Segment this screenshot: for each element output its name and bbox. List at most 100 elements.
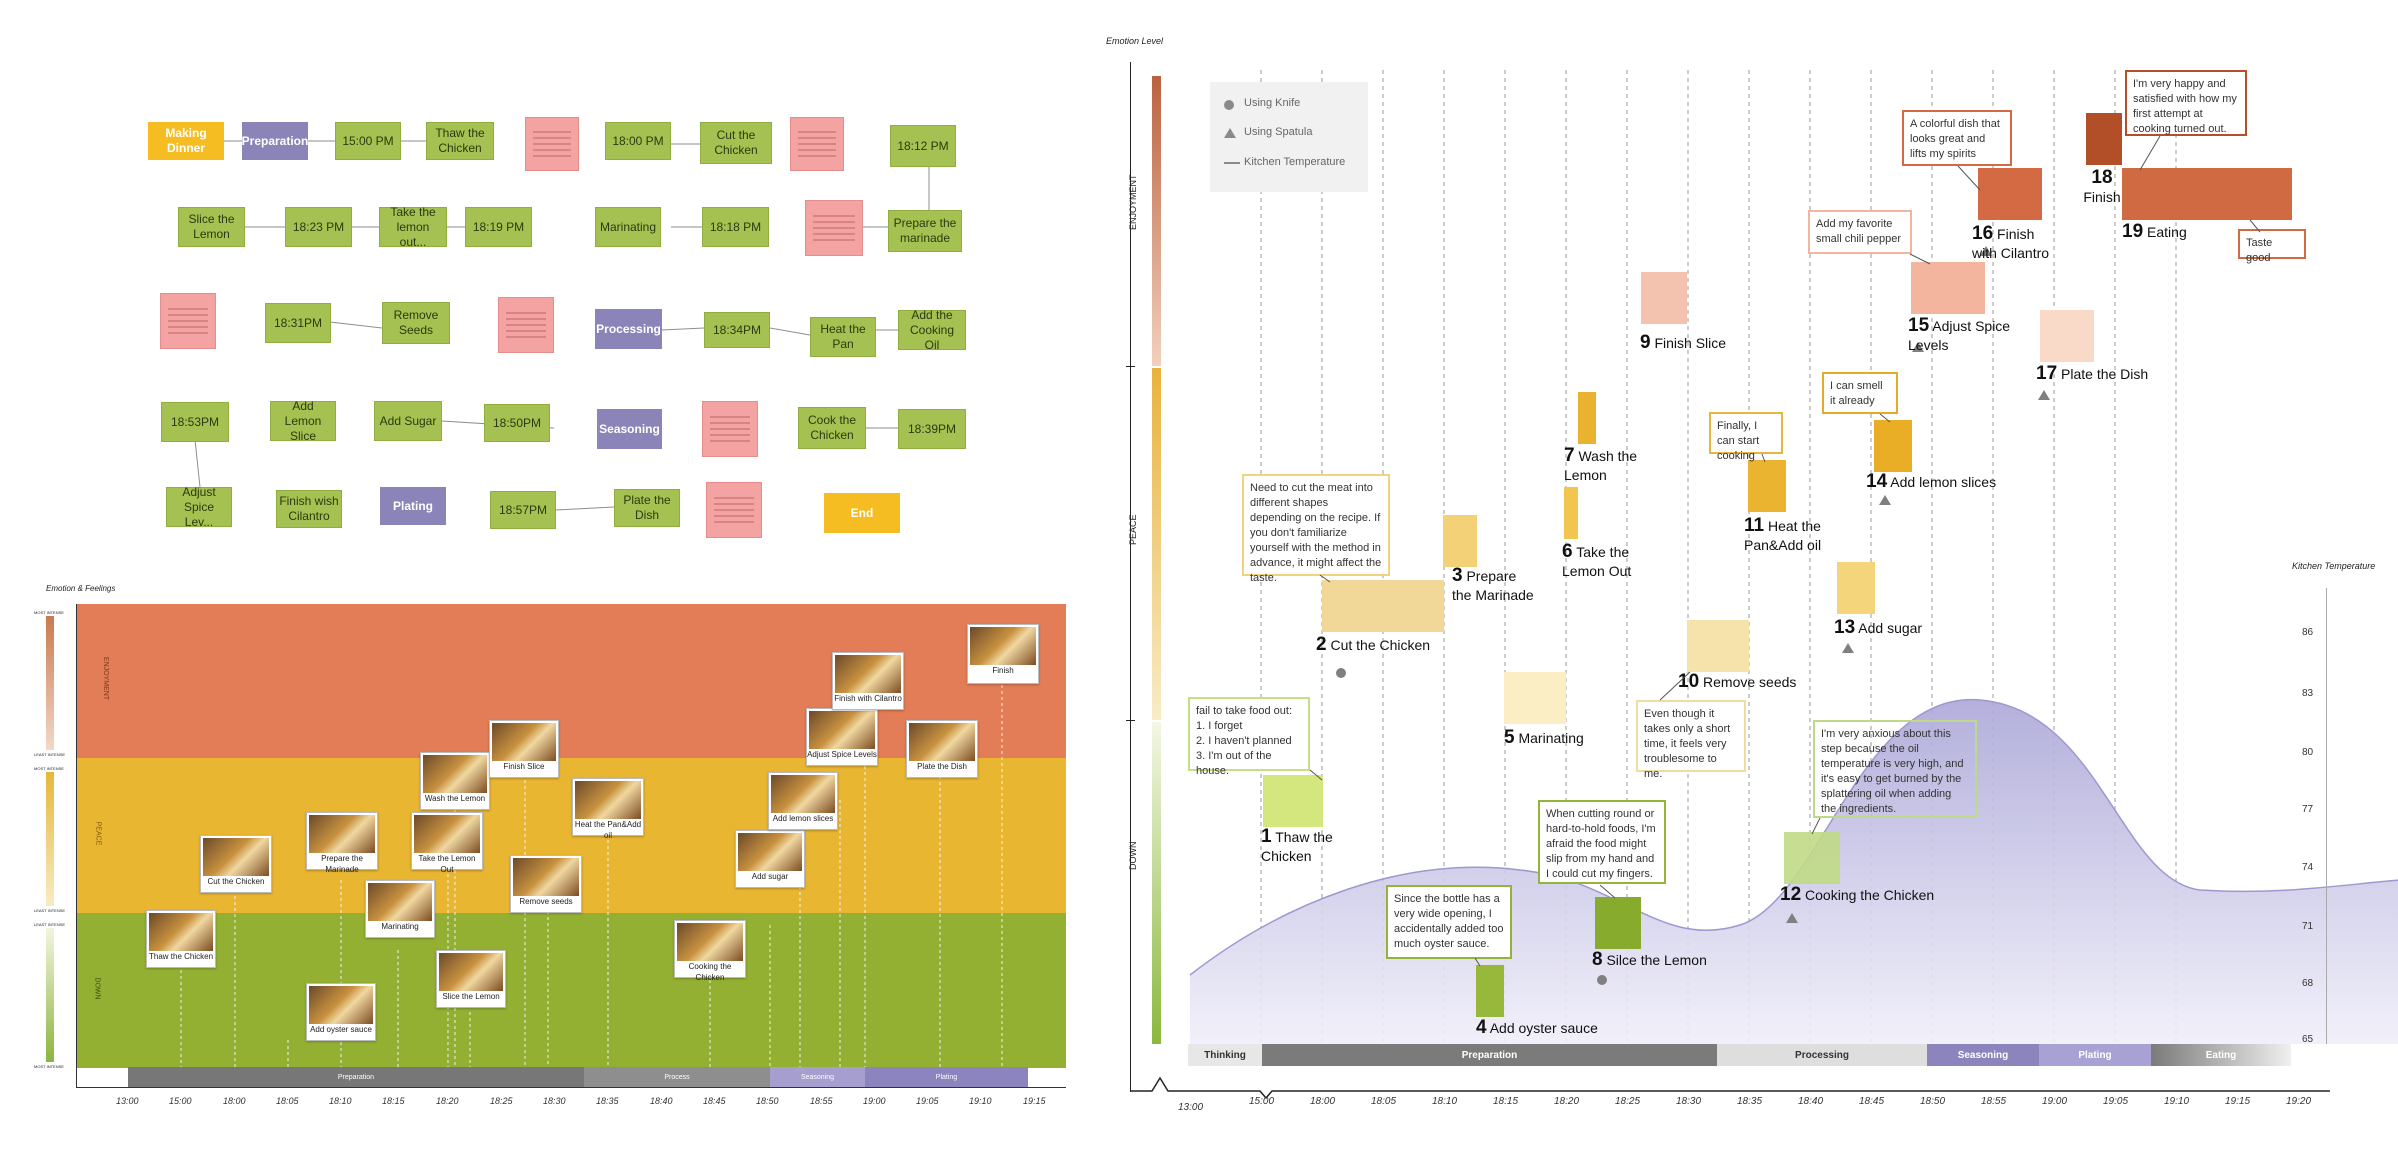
flow-node-marinating: Marinating: [595, 207, 661, 247]
photo-card: Finish: [967, 624, 1039, 684]
spatula-icon: [1980, 246, 1992, 256]
step-rect-9: [1641, 272, 1687, 324]
main-x-tick: 18:50: [1920, 1096, 1946, 1107]
step-rect-1: [1263, 775, 1323, 827]
step-rect-13: [1837, 562, 1875, 614]
small-x-tick: 13:00: [116, 1096, 139, 1106]
small-phase-process: Process: [584, 1067, 770, 1087]
temperature-line-icon: [1224, 162, 1240, 164]
step-label-4: 4 Add oyster sauce: [1476, 1017, 1598, 1038]
note-step-8: When cutting round or hard-to-hold foods…: [1538, 800, 1666, 884]
spatula-icon: [1224, 128, 1236, 138]
flow-node-finish-cilantro: Finish wish Cilantro: [276, 490, 342, 528]
flow-node-add-lemon-slice: Add Lemon Slice: [270, 399, 336, 443]
main-y-axis: [1130, 62, 1131, 1092]
step-label-16: 16 Finish with Cilantro: [1972, 223, 2050, 261]
main-chart-y-title: Emotion Level: [1106, 36, 1164, 46]
flow-node-preparation: Preparation: [242, 122, 308, 160]
main-x-tick: 19:05: [2103, 1096, 2129, 1107]
scale-label: MOST INTENSE: [34, 1064, 64, 1069]
sticky-note: [706, 482, 762, 538]
small-chart-guides: [180, 685, 1003, 1068]
step-label-9: 9 Finish Slice: [1640, 332, 1727, 353]
spatula-icon: [2038, 390, 2050, 400]
sticky-note: [498, 297, 554, 353]
sticky-note: [160, 293, 216, 349]
sticky-note: [805, 200, 863, 256]
main-x-axis: [1130, 1076, 2330, 1100]
photo-card: Add oyster sauce: [306, 983, 376, 1041]
flow-node-time-1850: 18:50PM: [484, 404, 550, 442]
step-label-8: 8 Silce the Lemon: [1592, 949, 1707, 970]
photo-card: Slice the Lemon: [436, 950, 506, 1008]
flow-node-take-lemon-out: Take the lemon out...: [379, 205, 447, 249]
main-x-tick: 18:20: [1554, 1096, 1580, 1107]
sticky-note: [525, 117, 579, 171]
flow-node-time-1857: 18:57PM: [490, 491, 556, 529]
flow-node-add-cooking-oil: Add the Cooking Oil: [898, 308, 966, 352]
step-label-13: 13 Add sugar: [1834, 617, 1923, 638]
main-x-tick: 18:05: [1371, 1096, 1397, 1107]
step-label-14: 14 Add lemon slices: [1866, 471, 1997, 492]
flow-node-processing: Processing: [595, 309, 662, 349]
photo-card: Remove seeds: [510, 855, 582, 913]
legend-temperature-label: Kitchen Temperature: [1244, 156, 1346, 168]
flow-node-time-1500: 15:00 PM: [335, 122, 401, 160]
phase-eating: Eating: [2151, 1044, 2291, 1066]
spatula-icon: [1786, 913, 1798, 923]
small-x-tick: 18:10: [329, 1096, 352, 1106]
photo-card: Thaw the Chicken: [146, 910, 216, 968]
flow-node-time-1839: 18:39PM: [898, 409, 966, 449]
phase-processing: Processing: [1717, 1044, 1927, 1066]
spatula-icon: [1912, 342, 1924, 352]
temp-tick: 65: [2302, 1034, 2314, 1045]
note-step-11: Finally, I can start cooking: [1709, 412, 1783, 462]
small-x-tick: 18:20: [436, 1096, 459, 1106]
small-x-tick: 18:05: [276, 1096, 299, 1106]
phase-thinking: Thinking: [1188, 1044, 1262, 1066]
flow-node-time-1831: 18:31PM: [265, 303, 331, 343]
flow-node-cut-chicken: Cut the Chicken: [700, 122, 772, 164]
temp-axis-title: Kitchen Temperature: [2292, 561, 2376, 571]
main-x-tick: 19:10: [2164, 1096, 2190, 1107]
small-x-tick: 18:30: [543, 1096, 566, 1106]
small-phase-seasoning: Seasoning: [770, 1067, 865, 1087]
photo-card: Marinating: [365, 880, 435, 938]
main-x-tick: 18:25: [1615, 1096, 1641, 1107]
photo-card: Wash the Lemon: [420, 752, 490, 810]
photo-card: Add sugar: [735, 830, 805, 888]
scale-label: LEAST INTENSE: [34, 908, 66, 913]
step-rect-5: [1504, 672, 1566, 724]
flowchart-connectors: [194, 140, 930, 511]
flow-node-cook-chicken: Cook the Chicken: [798, 407, 866, 449]
sticky-note: [702, 401, 758, 457]
small-phase-plating: Plating: [865, 1067, 1028, 1087]
flow-node-thaw-chicken: Thaw the Chicken: [426, 122, 494, 160]
down-band: [76, 913, 1066, 1068]
photo-card: Finish Slice: [489, 720, 559, 778]
flow-node-time-1812: 18:12 PM: [890, 125, 956, 167]
phase-plating: Plating: [2039, 1044, 2151, 1066]
step-rect-4: [1476, 965, 1504, 1017]
temp-axis: [2326, 588, 2327, 1044]
small-x-axis: [76, 1087, 1066, 1088]
main-x-tick: 18:15: [1493, 1096, 1519, 1107]
spatula-icon: [1842, 643, 1854, 653]
sticky-note: [790, 117, 844, 171]
note-step-15: Add my favorite small chili pepper: [1808, 210, 1912, 254]
knife-icon: [1336, 668, 1346, 678]
small-x-tick: 18:45: [703, 1096, 726, 1106]
flow-node-making-dinner: Making Dinner: [148, 122, 224, 160]
step-rect-7: [1578, 392, 1596, 444]
temp-tick: 74: [2302, 862, 2314, 873]
flow-node-remove-seeds: Remove Seeds: [382, 302, 450, 344]
step-label-5: 5 Marinating: [1504, 727, 1584, 748]
step-rect-16: [1978, 168, 2042, 220]
note-connectors: [1309, 135, 2261, 967]
main-x-tick: 18:35: [1737, 1096, 1763, 1107]
small-x-tick: 18:50: [756, 1096, 779, 1106]
photo-card: Add lemon slices: [768, 772, 838, 830]
small-x-tick: 18:15: [382, 1096, 405, 1106]
flow-node-time-1823: 18:23 PM: [285, 207, 352, 247]
